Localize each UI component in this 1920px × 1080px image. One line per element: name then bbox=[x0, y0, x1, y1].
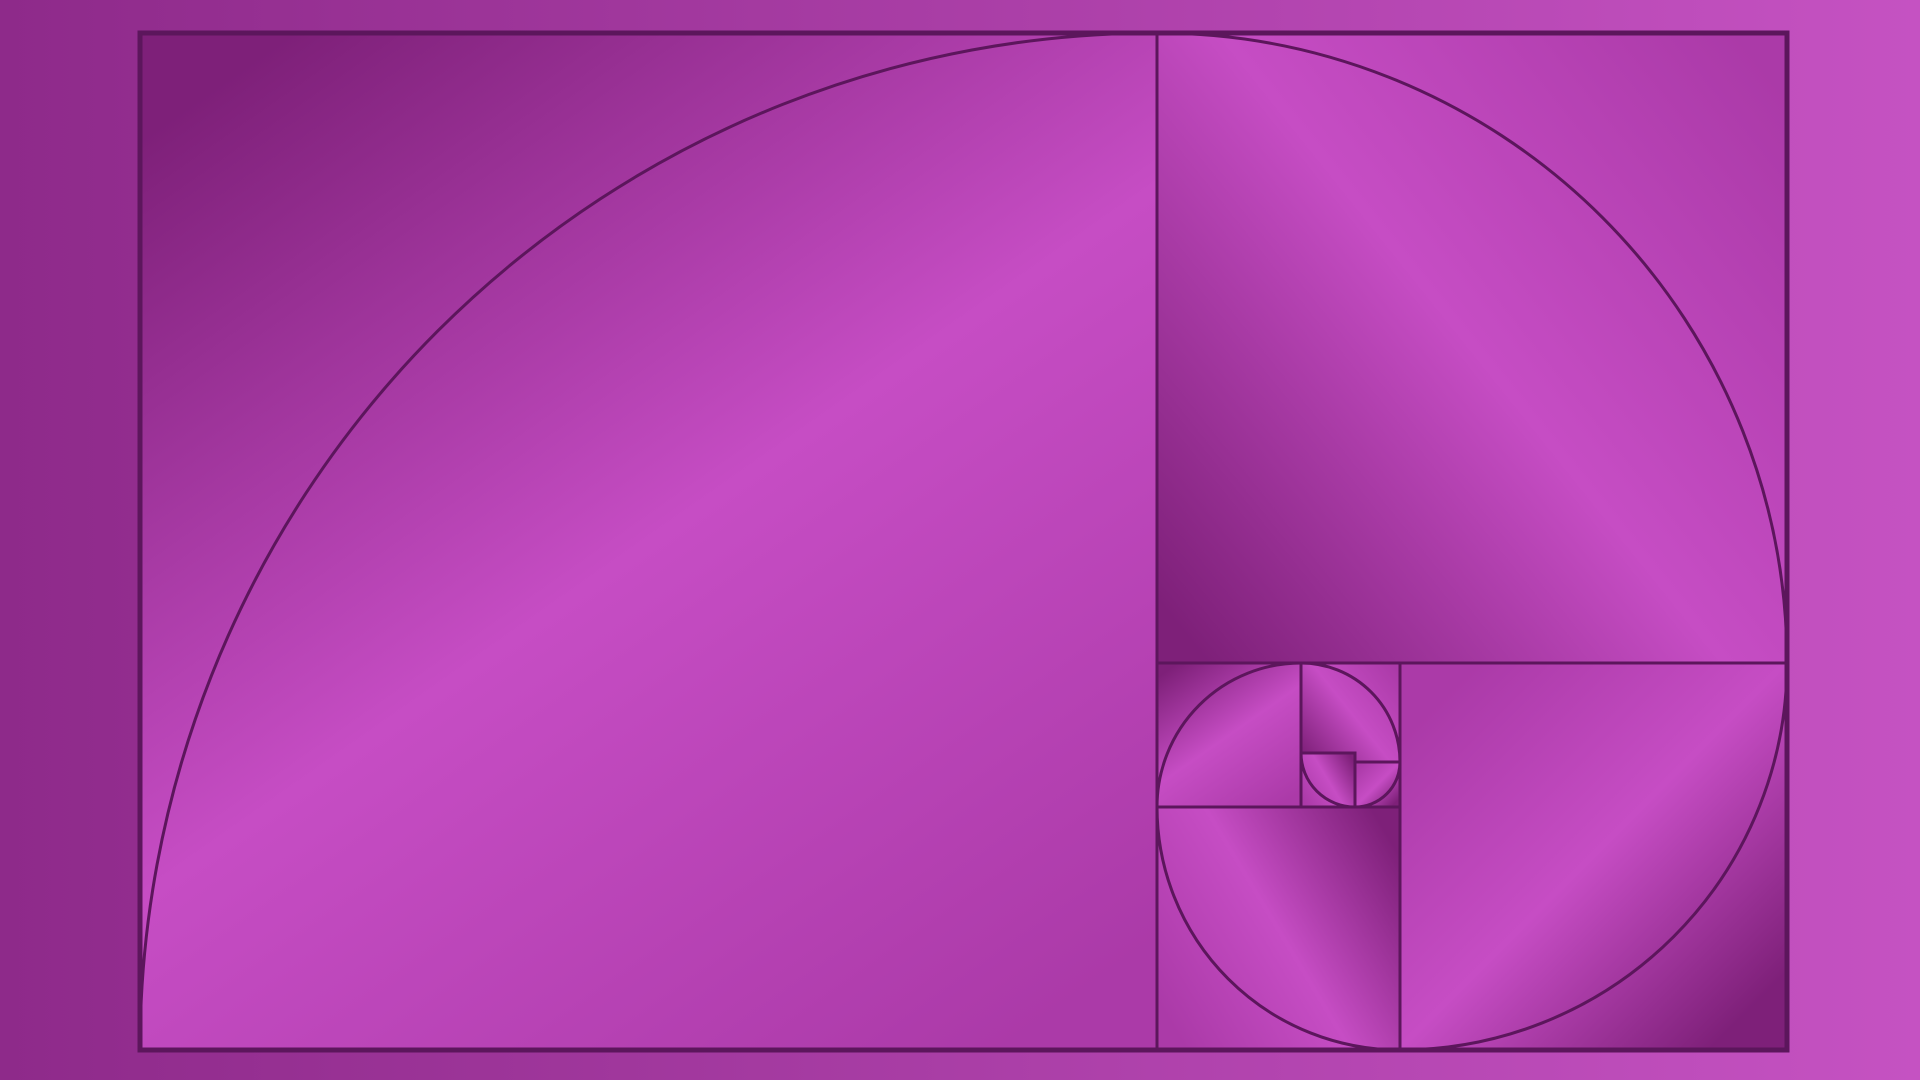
spiral-arc-3 bbox=[1399, 662, 1789, 1052]
spiral-arc-7 bbox=[1354, 761, 1402, 809]
golden-square-1 bbox=[138, 31, 1159, 1052]
spiral-arc-4 bbox=[1155, 806, 1401, 1052]
outer-frame bbox=[137, 30, 1790, 1053]
golden-square-6 bbox=[1299, 661, 1402, 764]
spiral-arc-6 bbox=[1300, 661, 1402, 763]
spiral-arc-2 bbox=[1156, 31, 1789, 664]
spiral-arc-8 bbox=[1299, 752, 1356, 809]
spiral-arc-5 bbox=[1155, 661, 1302, 808]
golden-square-8 bbox=[1299, 751, 1357, 809]
golden-square-2 bbox=[1155, 31, 1789, 665]
spiral-arc-1 bbox=[138, 31, 1158, 1051]
golden-square-5 bbox=[1155, 661, 1303, 809]
golden-rectangle-tiles bbox=[138, 31, 1789, 1052]
golden-square-3 bbox=[1398, 661, 1789, 1052]
golden-square-4 bbox=[1155, 805, 1402, 1052]
spiral-arcs bbox=[138, 31, 1789, 1052]
